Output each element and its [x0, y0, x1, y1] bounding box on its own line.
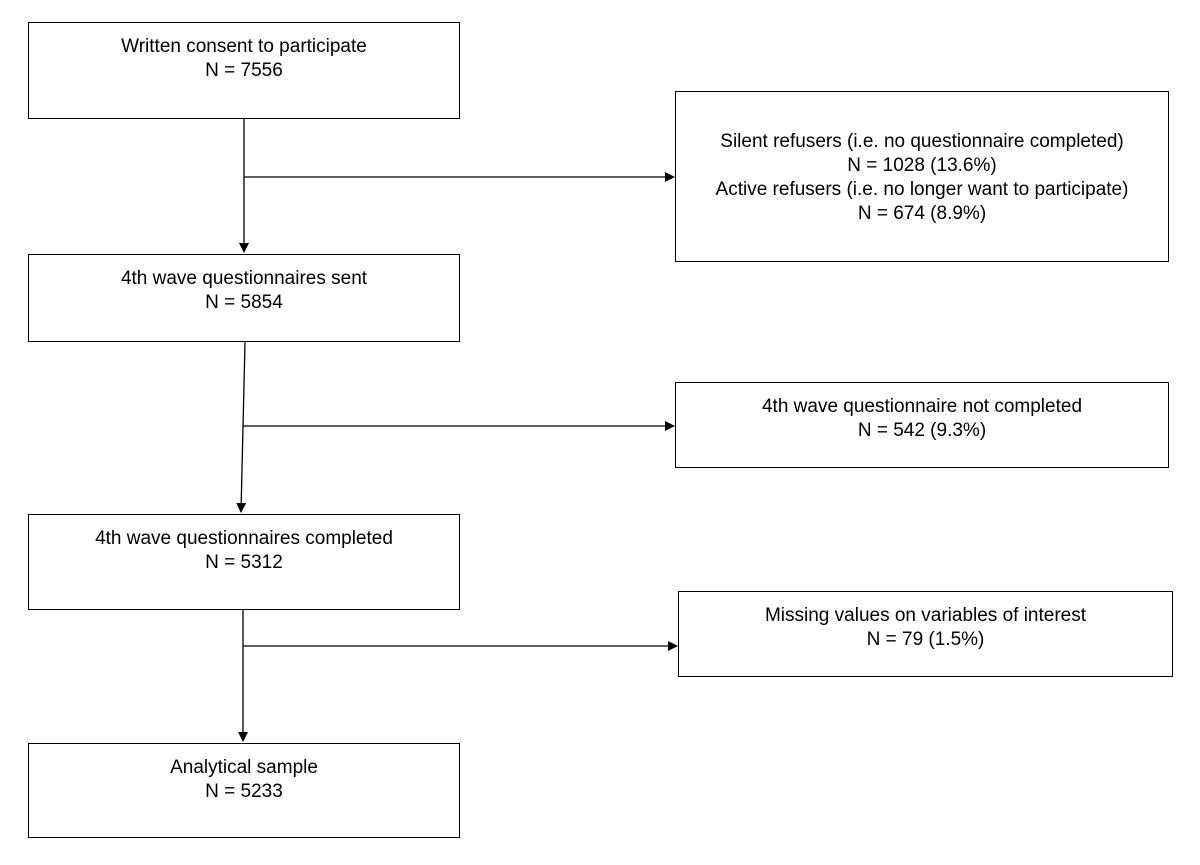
box-refusers-active-count: N = 674 (8.9%)	[857, 203, 987, 224]
box-questionnaires-sent: 4th wave questionnaires sent N = 5854	[28, 254, 460, 342]
box-completed-count: N = 5312	[205, 552, 283, 573]
box-not-completed-count: N = 542 (9.3%)	[857, 420, 987, 441]
box-refusers-silent-count: N = 1028 (13.6%)	[847, 155, 997, 176]
box-analytical-count: N = 5233	[205, 781, 283, 802]
box-written-consent: Written consent to participate N = 7556	[28, 22, 460, 119]
box-missing-title: Missing values on variables of interest	[764, 605, 1087, 626]
box-questionnaires-completed: 4th wave questionnaires completed N = 53…	[28, 514, 460, 610]
box-sent-count: N = 5854	[205, 292, 283, 313]
box-missing-count: N = 79 (1.5%)	[866, 629, 985, 650]
box-consent-count: N = 7556	[205, 60, 283, 81]
box-analytical-title: Analytical sample	[170, 757, 318, 778]
box-completed-title: 4th wave questionnaires completed	[95, 528, 393, 549]
box-refusers-silent: Silent refusers (i.e. no questionnaire c…	[720, 131, 1124, 152]
box-refusers-active: Active refusers (i.e. no longer want to …	[715, 179, 1129, 200]
box-consent-title: Written consent to participate	[121, 36, 367, 57]
box-missing-values: Missing values on variables of interest …	[678, 591, 1173, 677]
arrow-sent-to-completed	[236, 341, 247, 513]
box-not-completed: 4th wave questionnaire not completed N =…	[675, 382, 1169, 468]
box-refusers: Silent refusers (i.e. no questionnaire c…	[675, 91, 1169, 262]
box-not-completed-title: 4th wave questionnaire not completed	[761, 396, 1083, 417]
box-analytical-sample: Analytical sample N = 5233	[28, 743, 460, 838]
box-sent-title: 4th wave questionnaires sent	[120, 268, 368, 289]
